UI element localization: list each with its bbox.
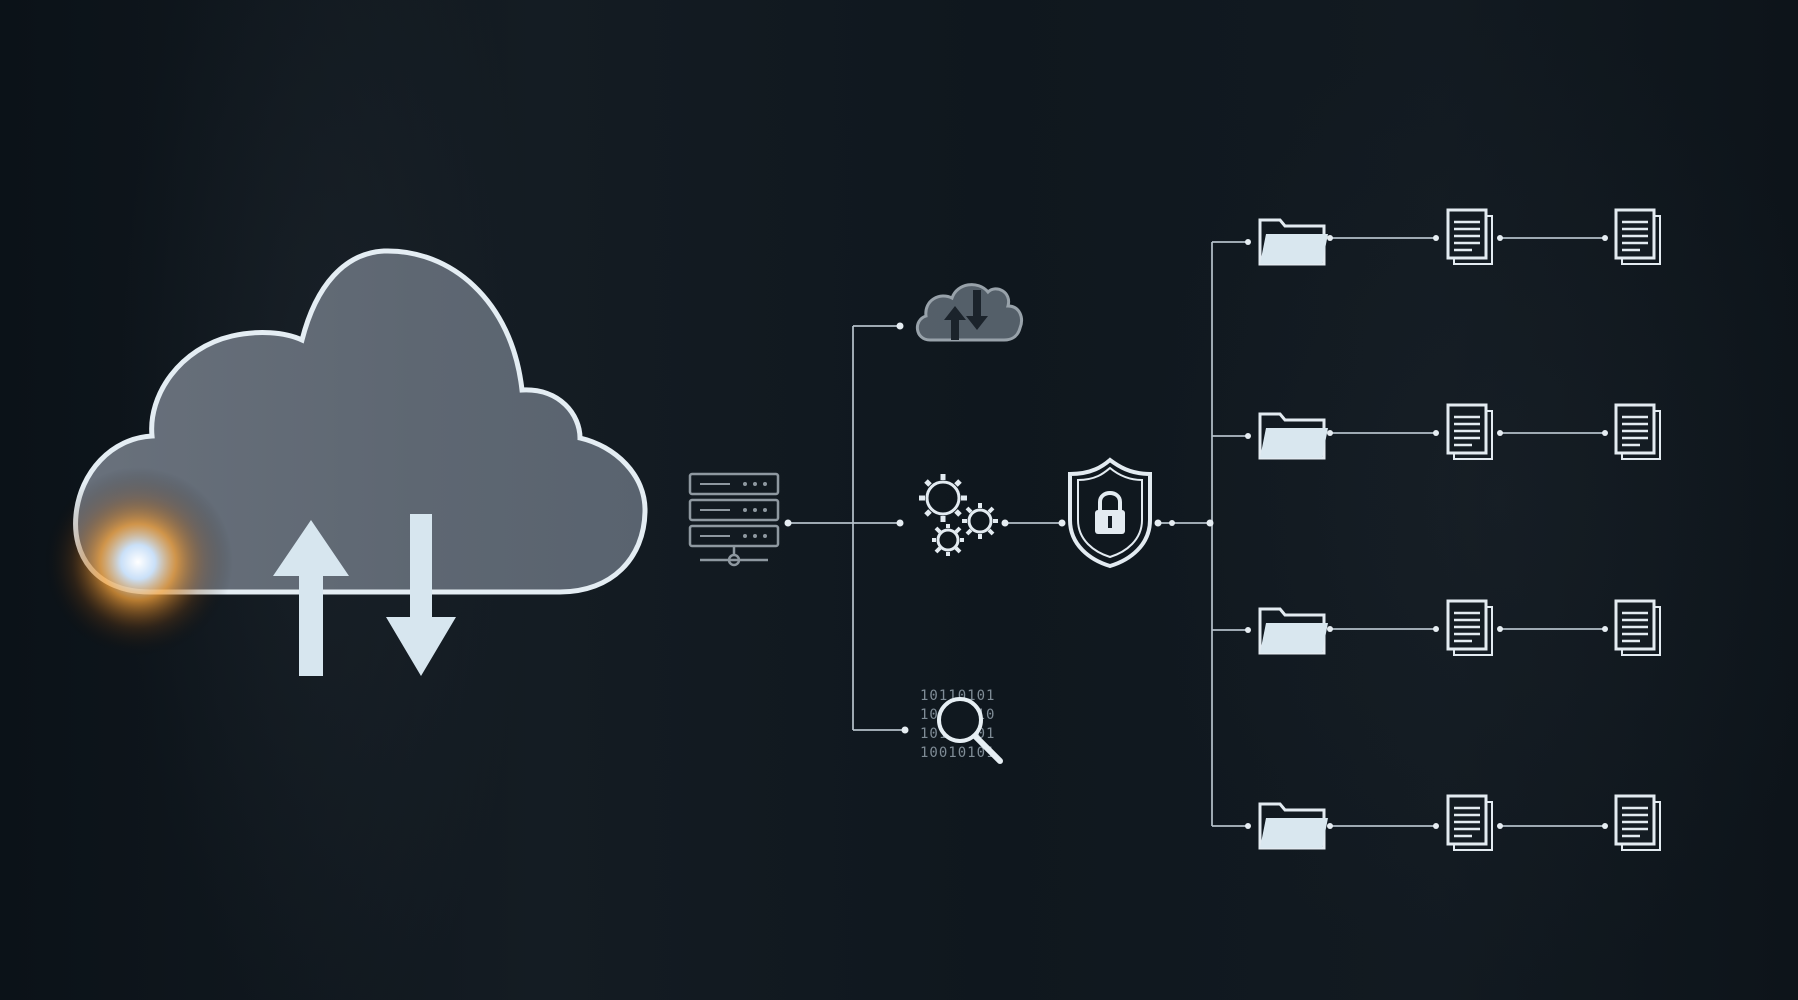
document-icon [1446, 208, 1493, 265]
folder-icon [1258, 802, 1328, 850]
document-icon [1446, 403, 1493, 460]
binary-line: 10110101 [920, 688, 995, 704]
folder-icon [1258, 412, 1328, 460]
cloud-sync-icon [916, 283, 1023, 342]
cloud-shape [73, 248, 648, 595]
document-icon [1614, 403, 1661, 460]
shield-lock-icon [1068, 457, 1152, 569]
magnifier-binary-icon: 10110101 10101010 10101001 10010101 [920, 688, 1003, 764]
folder-column [1258, 218, 1328, 850]
document-icon [1446, 599, 1493, 656]
server-rack-icon [688, 472, 780, 567]
document-icon [1446, 794, 1493, 851]
connector-lines [788, 237, 1605, 827]
cloud-transfer-icon [43, 248, 648, 676]
upload-arrow-icon [273, 520, 349, 676]
gears-icon [919, 474, 998, 556]
folder-icon [1258, 218, 1328, 266]
binary-line: 10010101 [920, 745, 995, 761]
folder-icon [1258, 607, 1328, 655]
light-glow [43, 467, 233, 657]
document-icon [1614, 794, 1661, 851]
download-arrow-icon [386, 514, 456, 676]
document-columns [1446, 208, 1661, 851]
connector-dots [784, 235, 1608, 829]
document-icon [1614, 599, 1661, 656]
document-icon [1614, 208, 1661, 265]
